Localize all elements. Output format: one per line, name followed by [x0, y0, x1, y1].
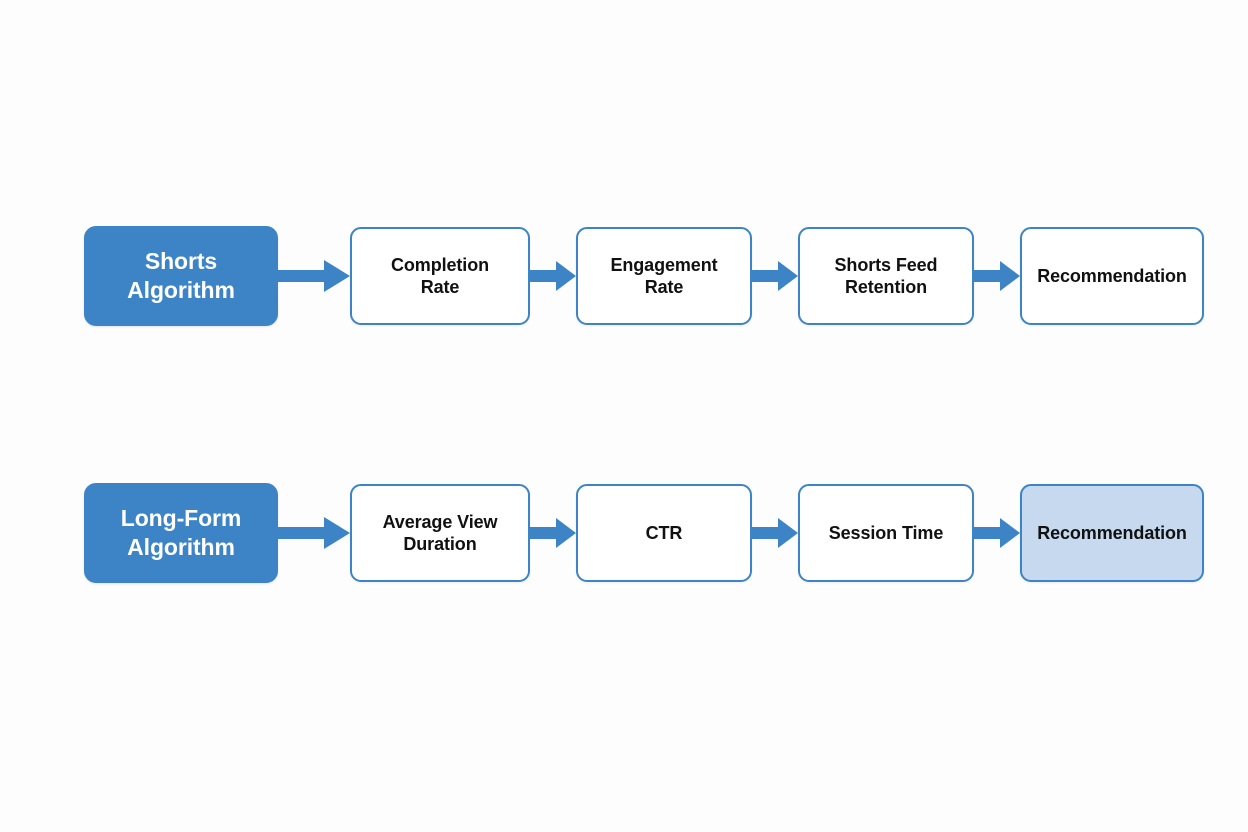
node-recommendation-longform[interactable]: Recommendation [1020, 484, 1204, 582]
node-recommendation-shorts[interactable]: Recommendation [1020, 227, 1204, 325]
node-shorts-algorithm[interactable]: Shorts Algorithm [84, 226, 278, 326]
flow-row-longform: Long-Form Algorithm Average View Duratio… [84, 483, 1204, 583]
node-ctr[interactable]: CTR [576, 484, 752, 582]
node-session-time[interactable]: Session Time [798, 484, 974, 582]
flow-row-shorts: Shorts Algorithm Completion Rate Engagem… [84, 226, 1204, 326]
arrow-right-icon [278, 513, 350, 553]
node-label: Long-Form Algorithm [120, 505, 242, 560]
arrow-right-icon [752, 516, 798, 550]
node-label: Completion Rate [391, 254, 489, 298]
arrow-right-icon [530, 259, 576, 293]
arrow-right-icon [752, 259, 798, 293]
node-label: Session Time [828, 522, 944, 543]
node-completion-rate[interactable]: Completion Rate [350, 227, 530, 325]
arrow-right-icon [974, 516, 1020, 550]
node-shorts-feed-retention[interactable]: Shorts Feed Retention [798, 227, 974, 325]
node-label: Engagement Rate [610, 254, 718, 298]
node-long-form-algorithm[interactable]: Long-Form Algorithm [84, 483, 278, 583]
node-label: Recommendation [1037, 265, 1187, 286]
node-label: Recommendation [1037, 522, 1187, 543]
node-label: CTR [645, 522, 683, 543]
node-engagement-rate[interactable]: Engagement Rate [576, 227, 752, 325]
arrow-right-icon [530, 516, 576, 550]
arrow-right-icon [974, 259, 1020, 293]
node-label: Shorts Algorithm [127, 248, 235, 303]
node-average-view-duration[interactable]: Average View Duration [350, 484, 530, 582]
node-label: Average View Duration [382, 511, 498, 555]
node-label: Shorts Feed Retention [834, 254, 938, 298]
arrow-right-icon [278, 256, 350, 296]
